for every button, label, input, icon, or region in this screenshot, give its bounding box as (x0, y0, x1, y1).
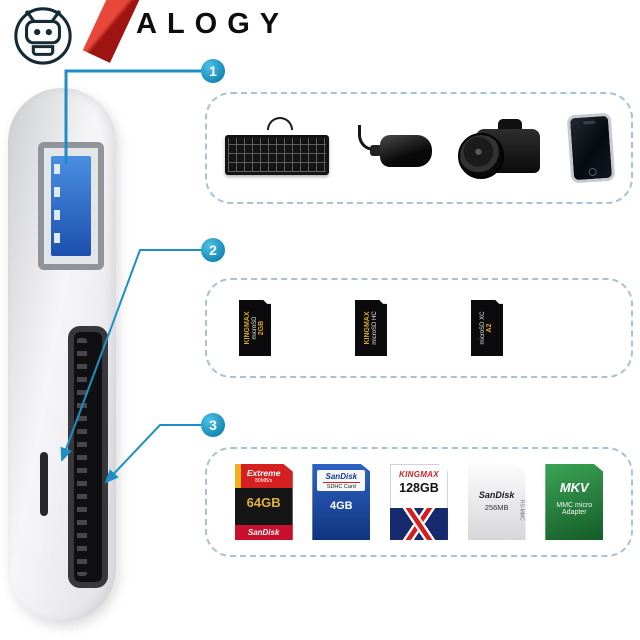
microsd-card-2: KINGMAX microSD HC (355, 300, 387, 356)
keyboard-image (225, 117, 329, 175)
sd-card-slot (68, 326, 108, 588)
sd-card-sandisk-sdhc: SanDisk SDHC Card 4GB (312, 464, 371, 540)
callout-badge-2: 2 (201, 238, 225, 262)
keyboard-cable (267, 117, 293, 130)
brand-logo-text: ALOGY (136, 8, 290, 40)
sd-card-sandisk-extreme: Extreme 80MB/s 64GB SanDisk (234, 464, 293, 540)
kingmax-flag-design (389, 508, 448, 540)
callout-badge-1: 1 (201, 59, 225, 83)
usb-a-port (38, 142, 104, 270)
microsd-card-slot (40, 452, 48, 516)
usb-devices-group (205, 92, 633, 204)
sd-card-sandisk-mmc: SanDisk 256MB RS-MMC (467, 464, 526, 540)
usb-network-adapter-image (356, 119, 432, 177)
microsd-cards-group: KINGMAX microSD 2GB KINGMAX microSD HC m… (205, 278, 633, 378)
microsd-card-1: KINGMAX microSD 2GB (239, 300, 271, 356)
slot-pins (77, 338, 87, 576)
sd-cards-group: Extreme 80MB/s 64GB SanDisk SanDisk SDHC… (205, 447, 633, 557)
dslr-camera-image (458, 115, 542, 181)
usb-contacts (54, 164, 60, 248)
microsd-card-3: microSD XC A2 (471, 300, 503, 356)
mmc-micro-adapter-card: MKV MMC micro Adapter (545, 464, 604, 540)
robot-mascot-icon (14, 7, 72, 65)
sd-card-kingmax: KINGMAX 128GB (389, 464, 448, 540)
card-reader-device (8, 88, 116, 622)
red-ribbon-decoration (82, 0, 142, 63)
smartphone-image (566, 112, 616, 184)
callout-badge-3: 3 (201, 413, 225, 437)
